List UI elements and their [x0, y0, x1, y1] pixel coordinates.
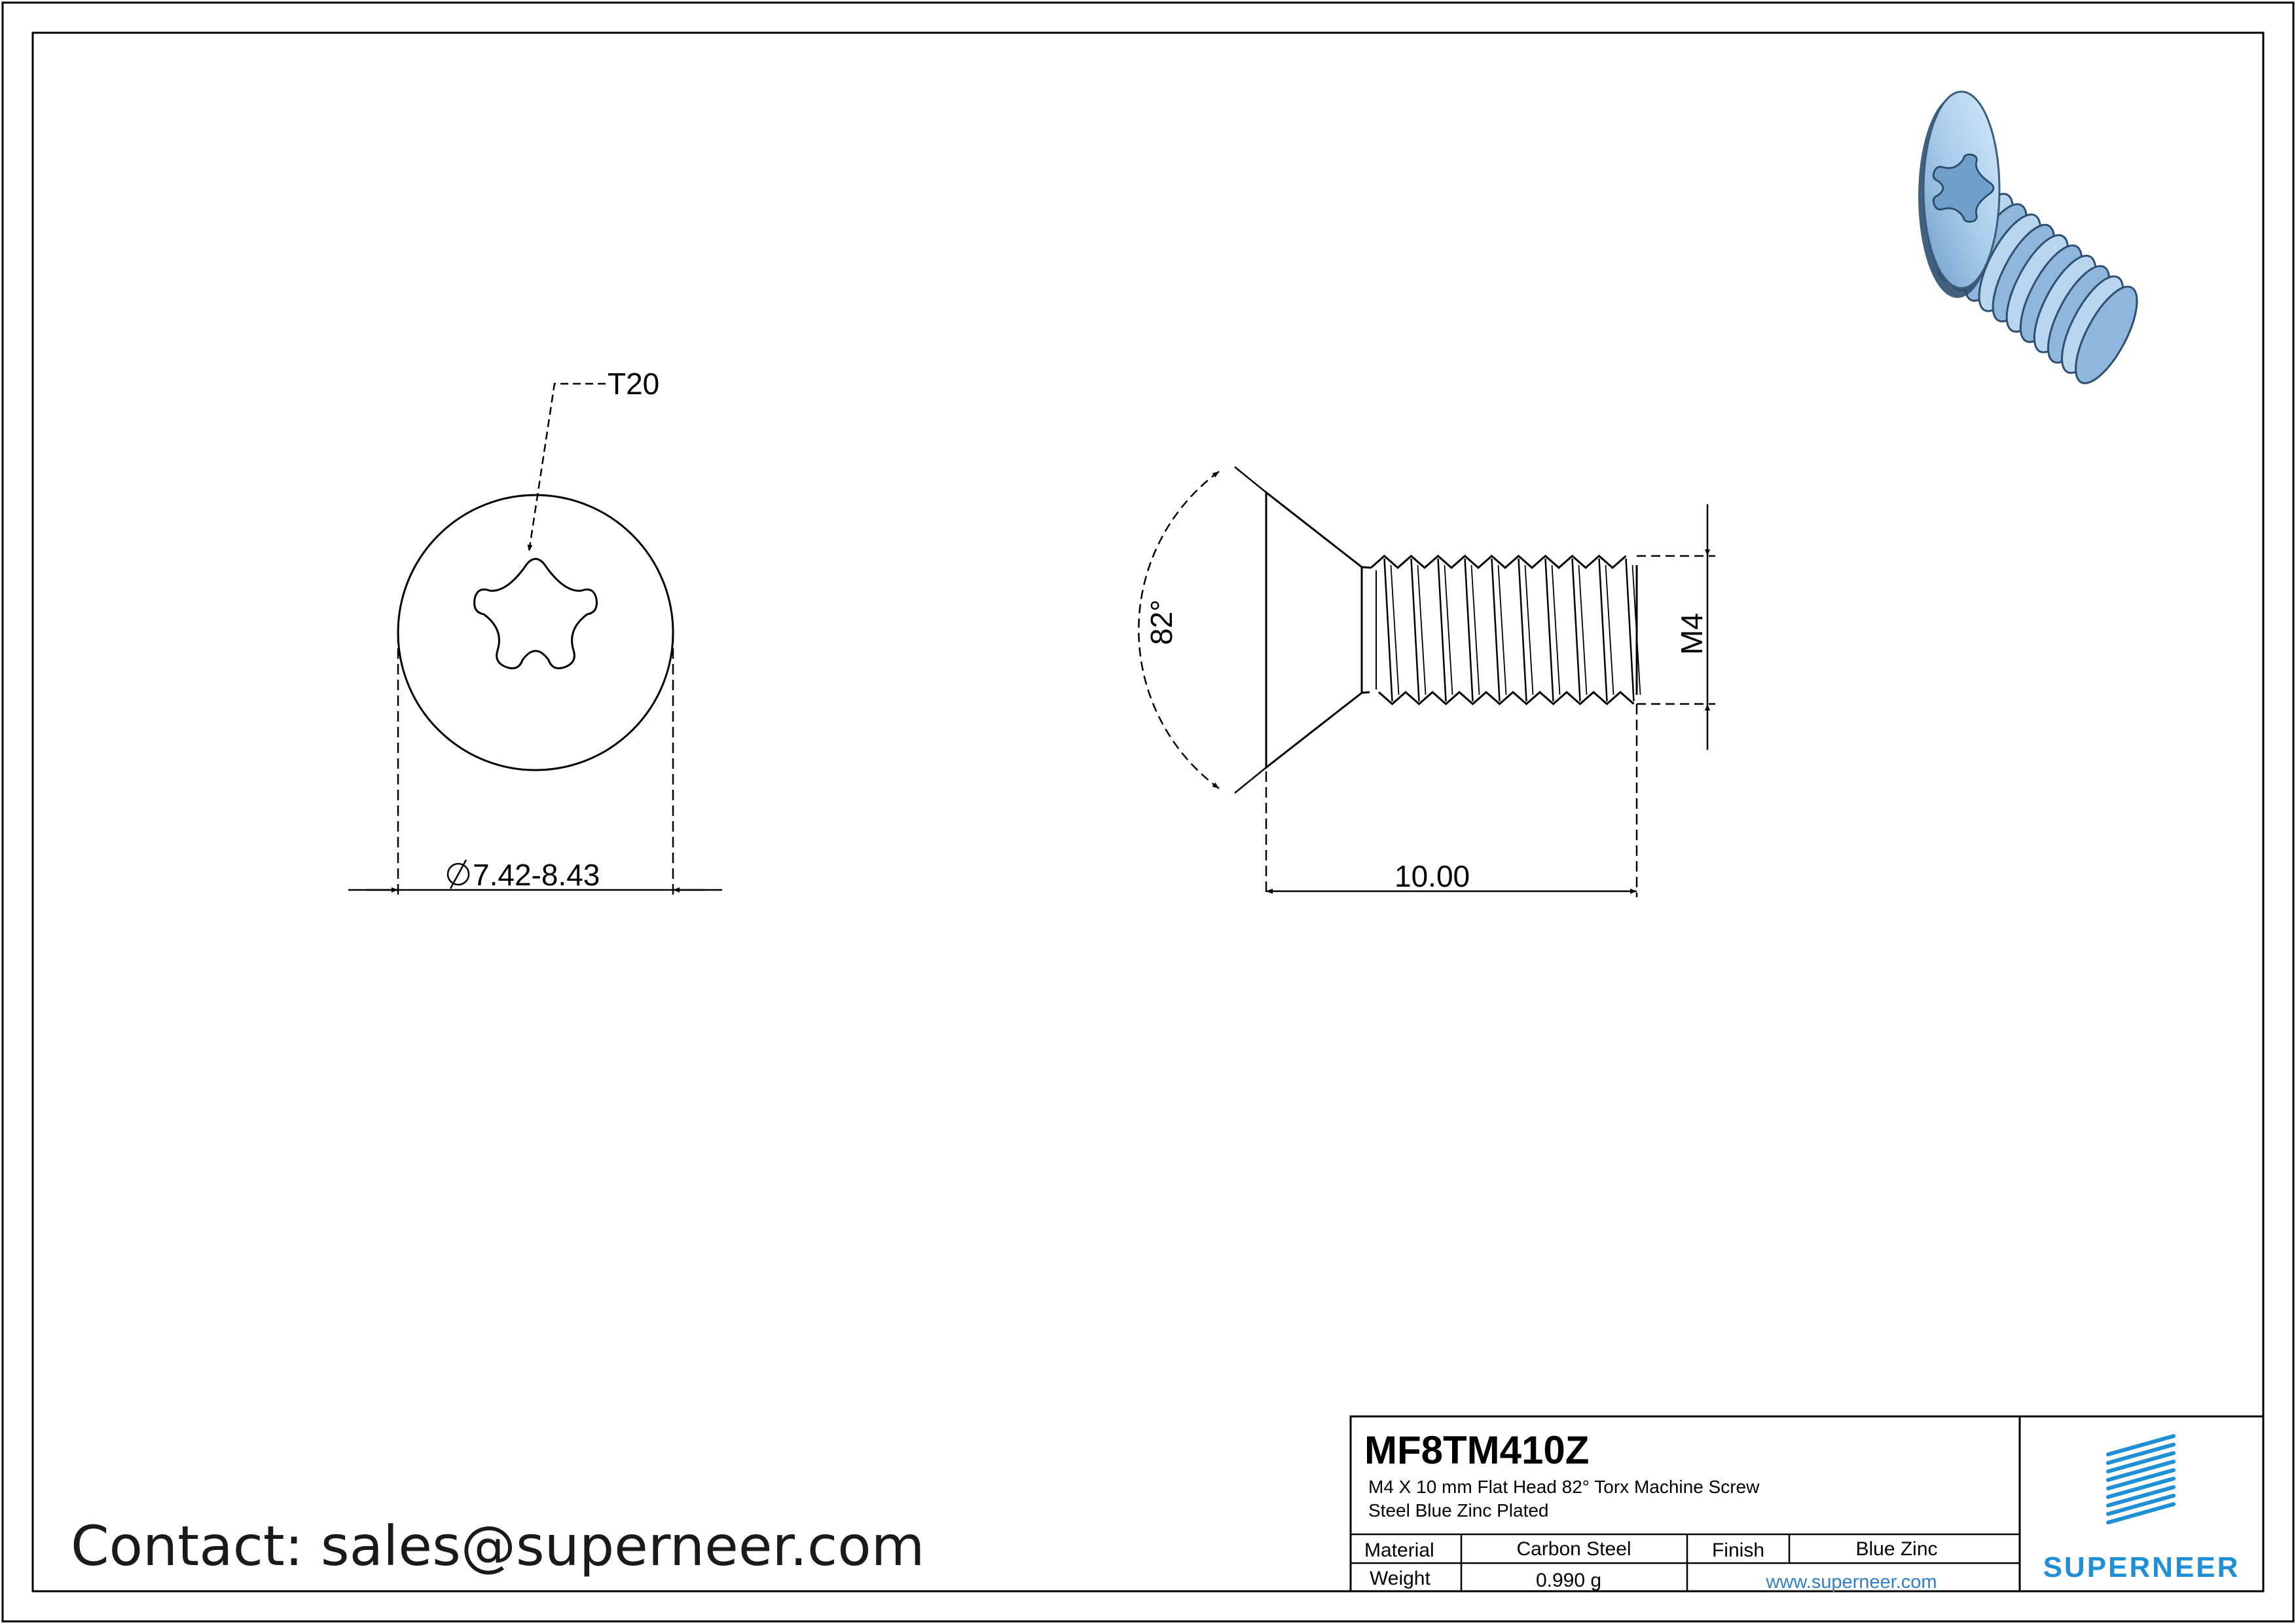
angle-ext-top: [1234, 466, 1267, 493]
thread-body: [1361, 555, 1641, 705]
thread-label: M4: [1675, 613, 1709, 655]
brand-name: SUPERNEER: [2043, 1551, 2240, 1583]
website-link[interactable]: www.superneer.com: [1765, 1572, 1937, 1593]
diameter-label: 7.42-8.43: [473, 858, 600, 892]
side-view: 82° M4 10.00: [1138, 466, 1715, 897]
length-label: 10.00: [1394, 859, 1470, 893]
inner-frame: [31, 31, 2265, 1593]
finish-label: Finish: [1712, 1540, 1764, 1561]
top-view: T20 7.42-8.43: [348, 367, 722, 897]
screw-head-outline: [1265, 490, 1363, 770]
superneer-logo-icon: [2106, 1434, 2176, 1524]
finish-value: Blue Zinc: [1855, 1538, 1937, 1560]
torx-star-icon: [473, 558, 598, 670]
title-block: MF8TM410Z M4 X 10 mm Flat Head 82° Torx …: [1349, 1415, 2265, 1593]
description-line1: M4 X 10 mm Flat Head 82° Torx Machine Sc…: [1368, 1477, 1760, 1497]
t20-leader: [527, 382, 606, 552]
diameter-symbol-icon: [446, 859, 470, 889]
material-value: Carbon Steel: [1516, 1538, 1631, 1560]
screw-3d-render: [1918, 90, 2138, 384]
description-line2: Steel Blue Zinc Plated: [1368, 1500, 1549, 1521]
weight-value: 0.990 g: [1536, 1570, 1601, 1591]
drive-label: T20: [608, 367, 659, 401]
angle-label: 82°: [1144, 599, 1178, 645]
iso-torx-icon: [1932, 153, 1995, 223]
material-label: Material: [1364, 1540, 1434, 1561]
angle-ext-bottom: [1234, 767, 1267, 794]
head-circle: [397, 494, 674, 771]
contact-text: Contact: sales@superneer.com: [71, 1514, 924, 1578]
part-number: MF8TM410Z: [1364, 1428, 1589, 1472]
weight-label: Weight: [1370, 1568, 1430, 1589]
